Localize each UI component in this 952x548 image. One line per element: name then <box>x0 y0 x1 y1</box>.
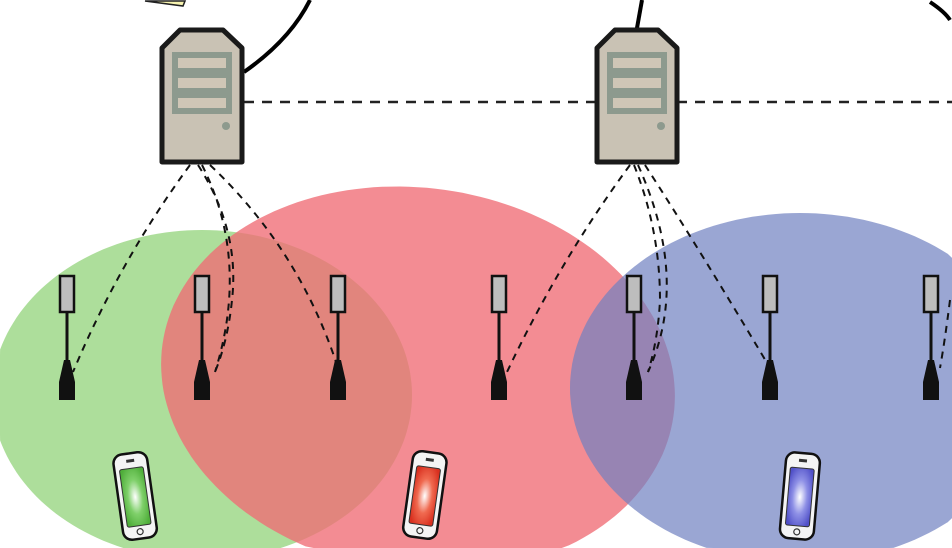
antenna-icon <box>761 274 779 400</box>
server-icon <box>594 27 680 165</box>
smartphone-icon <box>112 450 159 542</box>
uplink-line <box>635 0 644 29</box>
uplink-line <box>928 0 952 22</box>
uplink-line <box>242 0 312 74</box>
fronthaul-link <box>644 164 771 369</box>
fronthaul-link <box>201 164 231 373</box>
fronthaul-link <box>637 164 668 373</box>
note-shape <box>144 0 187 7</box>
antenna-icon <box>329 274 347 400</box>
fronthaul-link <box>506 164 631 373</box>
antenna-icon <box>625 274 643 400</box>
fronthaul-link <box>633 164 662 373</box>
smartphone-icon <box>401 449 448 541</box>
antenna-icon <box>490 274 508 400</box>
antenna-icon <box>58 274 76 400</box>
cell-coverage-red <box>161 186 675 548</box>
phones <box>112 449 822 542</box>
fronthaul-link <box>72 164 191 373</box>
smartphone-icon <box>778 451 822 541</box>
servers <box>159 27 680 165</box>
antenna-icon <box>193 274 211 400</box>
antenna-icon <box>922 274 940 400</box>
fronthaul-link <box>197 164 235 373</box>
fronthaul-links <box>72 164 951 373</box>
server-icon <box>159 27 245 165</box>
antennas <box>58 274 940 400</box>
fronthaul-link <box>209 164 339 369</box>
